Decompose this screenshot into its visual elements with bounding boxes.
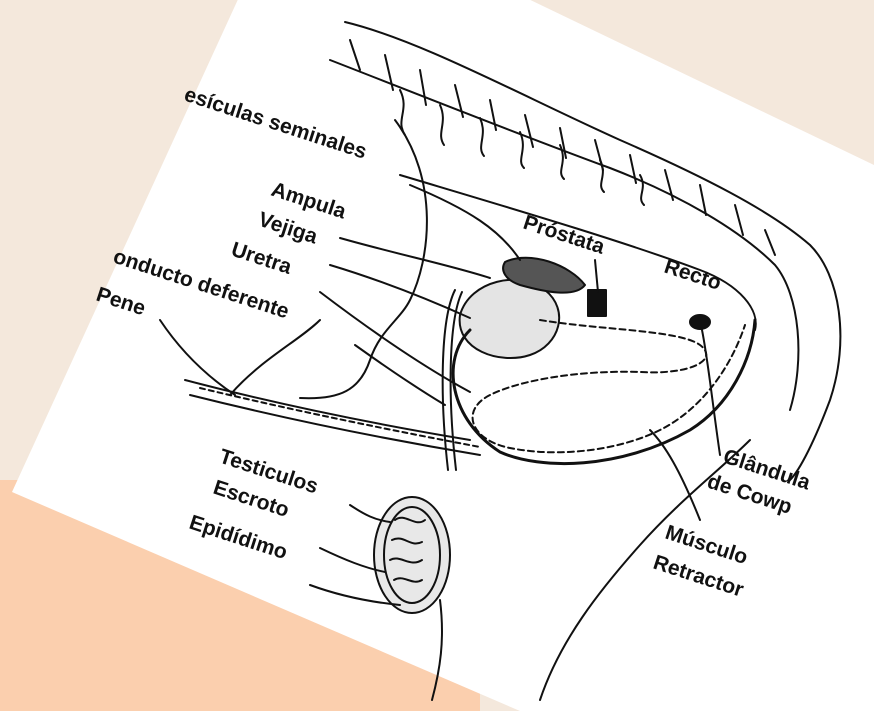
testicle bbox=[374, 497, 450, 613]
